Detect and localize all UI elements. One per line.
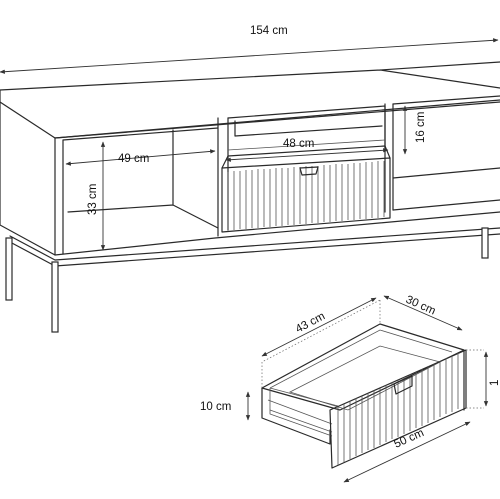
dim-drawer-width-line (225, 148, 389, 162)
dim-inner-width-line (65, 149, 216, 166)
cabinet-legs (5, 227, 500, 333)
center-divider-left (217, 117, 229, 237)
drawer-handle-cutout (299, 166, 319, 176)
dim-drawer-back-label: 30 cm (404, 294, 438, 318)
dim-drawer-width-label: 48 cm (283, 138, 314, 150)
cabinet-bottom-edge (54, 211, 500, 256)
right-compartment (392, 95, 500, 211)
left-compartment (62, 127, 219, 255)
dim-length-label: 154 cm (250, 25, 288, 37)
drawer-fluting (227, 161, 385, 230)
dim-drawer-front-height-label: 1 (489, 380, 500, 386)
dim-inner-height-label: 33 cm (87, 184, 99, 215)
cabinet (0, 61, 500, 256)
dim-drawer-back-line (383, 295, 463, 331)
dim-drawer-front-line (343, 421, 471, 483)
cabinet-front-edge (54, 101, 500, 139)
dim-length-line (0, 38, 499, 74)
dim-drawer-front-label: 50 cm (392, 427, 426, 451)
cabinet-left-side (0, 101, 56, 256)
dim-inner-width-label: 49 cm (118, 153, 149, 165)
exploded-drawer-handle (393, 375, 413, 395)
dim-drawer-height-label: 10 cm (200, 401, 231, 413)
dim-top-shelf-label: 16 cm (415, 112, 427, 143)
dim-drawer-side-line (261, 297, 377, 357)
